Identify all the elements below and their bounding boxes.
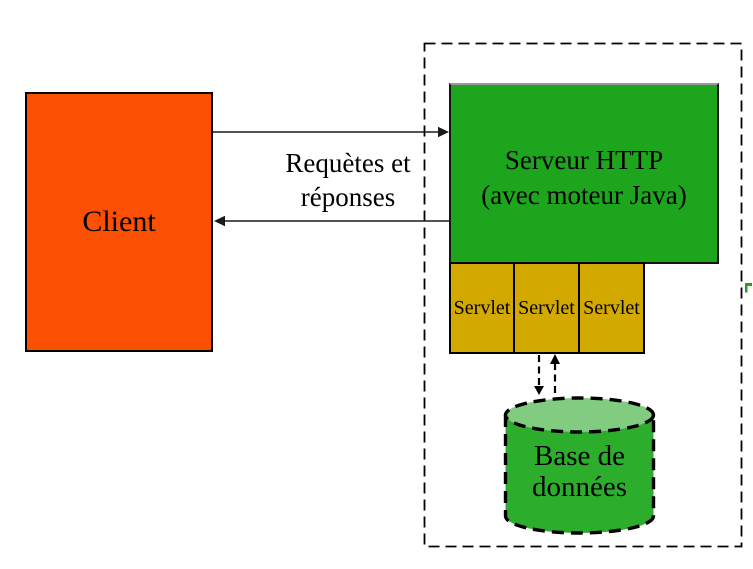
http-server-label-line1: Serveur HTTP [504, 144, 664, 175]
connection-label: Requètes et réponses [250, 146, 446, 214]
database-cylinder-top [503, 396, 656, 434]
http-server-label-line2: (avec moteur Java) [481, 179, 687, 210]
database-label-line1: Base de [534, 440, 625, 472]
database-label-line2: données [531, 471, 628, 503]
db-to-servlet-arrow-head-icon [550, 354, 560, 364]
http-server-node: Serveur HTTP (avec moteur Java) [449, 83, 719, 264]
servlet-node-1: Servlet [449, 262, 515, 354]
servlet-row: Servlet Servlet Servlet [449, 262, 645, 354]
server-boundary-dashed-box [423, 42, 743, 548]
database-label: Base de données [505, 441, 654, 503]
servlet-to-db-arrow-head-icon [534, 386, 544, 395]
connection-label-line1: Requètes et [285, 148, 411, 178]
servlet-1-label: Servlet [453, 296, 511, 319]
connection-label-line2: réponses [300, 182, 396, 212]
servlet-node-2: Servlet [513, 262, 580, 354]
request-arrow-head-icon [438, 126, 449, 138]
database-cylinder-body-outline [503, 415, 656, 535]
response-arrow-head-icon [214, 215, 225, 227]
servlet-3-label: Servlet [583, 296, 640, 319]
servlet-2-label: Servlet [518, 296, 575, 319]
database-cylinder-body [505, 415, 654, 533]
green-corner-mark-icon [745, 283, 752, 293]
client-label: Client [82, 205, 156, 238]
client-node: Client [25, 92, 213, 352]
servlet-node-3: Servlet [578, 262, 645, 354]
